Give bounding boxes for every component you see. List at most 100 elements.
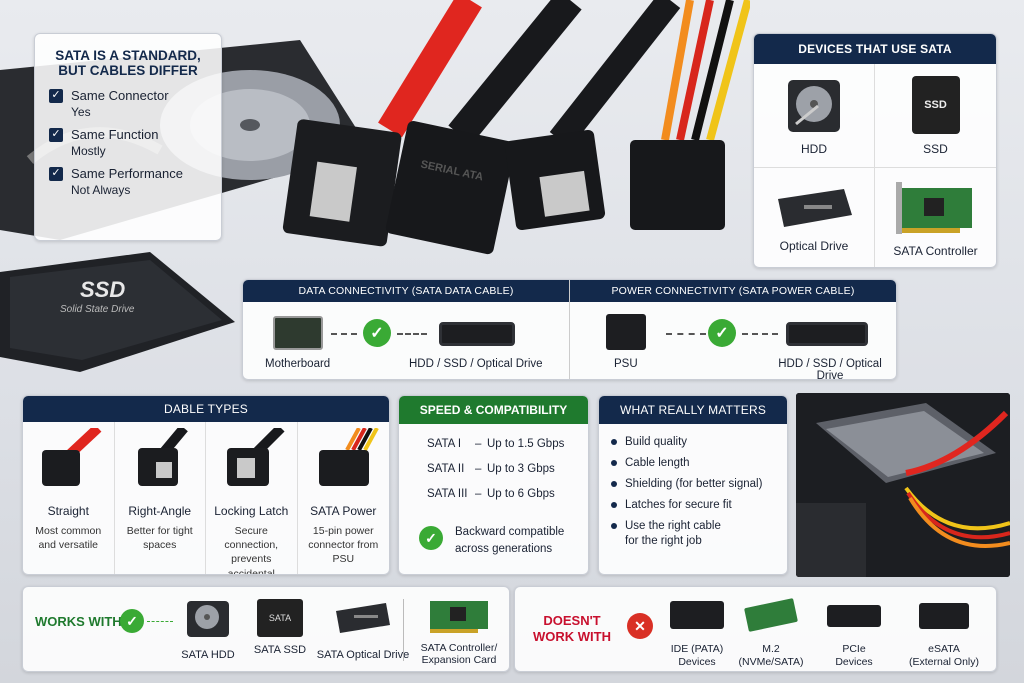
m2-drive-icon <box>744 598 798 632</box>
bullet-icon <box>611 501 617 508</box>
ssd-art: SSD Solid State Drive <box>0 252 235 372</box>
doesnt-item: eSATA (External Only) <box>899 601 989 668</box>
speed-row: SATA I – Up to 1.5 Gbps <box>427 438 588 450</box>
compat-check-icon: ✓ <box>419 526 443 550</box>
doesnt-item-line1: M.2 <box>762 643 780 655</box>
speed-sep: – <box>475 488 482 500</box>
works-item-label-1: SATA Controller/ <box>420 642 498 654</box>
power-connectivity: POWER CONNECTIVITY (SATA POWER CABLE) ✓ … <box>570 280 896 379</box>
check-icon: ✓ <box>363 319 391 347</box>
checkbox-icon: ✓ <box>49 127 63 142</box>
speed-row: SATA III – Up to 6 Gbps <box>427 488 588 500</box>
standard-item-label: Same Function <box>71 127 159 142</box>
device-optical: Optical Drive <box>754 168 875 267</box>
ssd-icon: SATA <box>257 599 303 637</box>
straight-cable-icon <box>42 428 102 486</box>
doesnt-work-panel: DOESN'T WORK WITH ✕ IDE (PATA) Devices M… <box>514 586 997 672</box>
standard-item: ✓ Same Function Mostly <box>49 127 207 158</box>
sata-badge: SATA <box>268 613 292 623</box>
doesnt-item-line1: eSATA <box>928 643 960 655</box>
standard-title-line1: SATA IS A STANDARD, <box>55 48 201 63</box>
standard-box: SATA IS A STANDARD, BUT CABLES DIFFER ✓ … <box>34 33 222 241</box>
bullet-icon <box>611 480 617 487</box>
matters-panel: WHAT REALLY MATTERS Build quality Cable … <box>598 395 788 575</box>
device-label: HDD <box>801 141 827 156</box>
optical-drive-icon <box>336 603 390 633</box>
cable-type-power: SATA Power 15-pin power connector from P… <box>298 422 390 574</box>
ssd-badge: SSD <box>924 98 947 111</box>
drive-connector-icon <box>439 322 515 346</box>
pcie-icon <box>827 605 881 627</box>
data-left-label: Motherboard <box>265 358 331 370</box>
dash-line <box>397 333 427 335</box>
doesnt-item: IDE (PATA) Devices <box>657 601 737 668</box>
cable-type-name: Locking Latch <box>214 504 289 518</box>
device-hdd: HDD <box>754 64 875 168</box>
psu-connector-icon <box>606 314 646 350</box>
power-left-label: PSU <box>614 358 638 370</box>
device-label: Optical Drive <box>779 238 849 253</box>
pc-interior-image <box>796 393 1010 577</box>
dash-line <box>742 333 778 335</box>
standard-item-label: Same Connector <box>71 88 169 103</box>
cable-type-straight: Straight Most common and versatile <box>23 422 115 574</box>
compat-line1: Backward compatible <box>455 526 565 538</box>
motherboard-icon <box>273 316 323 350</box>
cable-type-locking: Locking Latch Secure connection, prevent… <box>206 422 298 575</box>
doesnt-item-line2: (External Only) <box>908 655 980 668</box>
compat-line2: across generations <box>455 542 553 555</box>
standard-item-label: Same Performance <box>71 166 183 181</box>
standard-item-value: Yes <box>71 105 91 119</box>
works-check-icon: ✓ <box>120 609 144 633</box>
pc-case-icon <box>796 393 1010 577</box>
checkbox-icon: ✓ <box>49 88 63 103</box>
doesnt-item-line1: PCIe <box>842 643 866 655</box>
doesnt-item-line2: Devices <box>678 655 716 668</box>
bullet-icon <box>611 459 617 466</box>
works-with-label: WORKS WITH <box>35 614 122 629</box>
speed-gen: SATA III <box>427 488 468 500</box>
doesnt-work-label: DOESN'T WORK WITH <box>533 613 611 646</box>
data-right-label: HDD / SSD / Optical Drive <box>409 358 543 370</box>
ssd-icon: SSD <box>911 75 960 134</box>
matters-item: Build quality <box>611 436 787 448</box>
ssd-art-sublabel: Solid State Drive <box>60 304 135 315</box>
works-item: SATA HDD <box>173 599 243 663</box>
connectivity-panel: DATA CONNECTIVITY (SATA DATA CABLE) ✓ Mo… <box>242 279 897 380</box>
speed-value: Up to 3 Gbps <box>487 463 555 475</box>
device-label: SSD <box>923 141 948 156</box>
compat-text: Backward compatible across generations <box>455 524 564 557</box>
esata-icon <box>919 603 969 629</box>
works-item: SATA Optical Drive <box>307 599 419 663</box>
devices-panel: DEVICES THAT USE SATA HDD SSD SSD Optica… <box>753 33 997 268</box>
cables-art: SERIAL ATA <box>270 0 752 260</box>
hdd-icon <box>187 601 229 637</box>
ide-connector-icon <box>670 601 724 629</box>
device-controller: SATA Controller <box>875 168 996 267</box>
works-item-label: SATA Optical Drive <box>316 649 410 661</box>
works-item: SATA SATA SSD <box>245 599 315 658</box>
standard-item: ✓ Same Performance Not Always <box>49 166 207 197</box>
x-icon: ✕ <box>627 613 653 639</box>
works-item-label: SATA SSD <box>253 644 307 656</box>
device-ssd: SSD SSD <box>875 64 996 168</box>
doesnt-item-line2: Devices <box>835 655 873 668</box>
checkbox-icon: ✓ <box>49 166 63 181</box>
matters-item: Shielding (for better signal) <box>611 478 787 490</box>
hdd-icon <box>788 79 840 132</box>
cable-type-right-angle: Right-Angle Better for tight spaces <box>115 422 206 574</box>
standard-item: ✓ Same Connector Yes <box>49 88 207 119</box>
speed-value: Up to 1.5 Gbps <box>487 438 565 450</box>
ssd-icon <box>0 252 235 372</box>
cable-type-name: Right-Angle <box>128 504 192 518</box>
speed-title: SPEED & COMPATIBILITY <box>399 396 588 424</box>
cable-type-name: SATA Power <box>310 504 377 518</box>
matters-title: WHAT REALLY MATTERS <box>599 396 787 424</box>
standard-item-value: Not Always <box>71 183 131 197</box>
cable-type-desc: Secure connection, prevents accidental d… <box>224 525 279 575</box>
cable-type-name: Straight <box>47 504 89 518</box>
doesnt-line1: DOESN'T <box>543 613 601 628</box>
sata-power-cable-icon <box>319 428 380 486</box>
matters-item: Use the right cable <box>611 520 787 532</box>
sata-controller-icon <box>895 181 972 234</box>
